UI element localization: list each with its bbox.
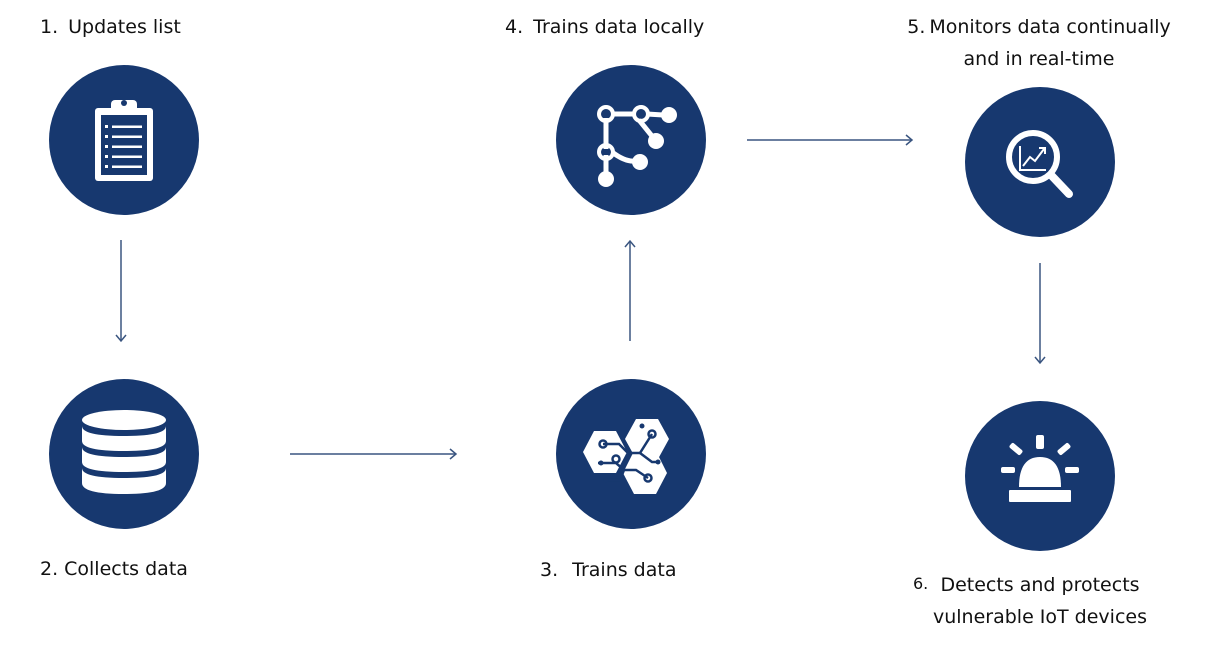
- step-1-label: 1. Updates list: [40, 11, 181, 43]
- step-1-number: 1.: [40, 16, 59, 38]
- branch-network-icon: [597, 105, 677, 187]
- step-2-circle: [49, 379, 199, 529]
- arrow-4-to-5: [747, 134, 914, 146]
- step-5-number: 5.: [907, 16, 926, 38]
- alarm-siren-icon: [1001, 435, 1079, 502]
- step-6-line-2: vulnerable IoT devices: [932, 606, 1147, 628]
- magnifier-chart-icon: [1006, 130, 1073, 198]
- step-3-circle: [556, 379, 706, 529]
- arrow-3-to-4: [624, 239, 636, 341]
- step-4-text: Trains data locally: [533, 16, 705, 38]
- arrow-5-to-6: [1034, 263, 1046, 365]
- step-2-label: 2.Collects data: [40, 553, 188, 585]
- step-1-circle: [49, 65, 199, 215]
- step-5-line-1: Monitors data continually: [929, 16, 1171, 38]
- step-4-circle: [556, 65, 706, 215]
- step-5-circle: [965, 87, 1115, 237]
- step-2-text: Collects data: [64, 558, 188, 580]
- step-4-label: 4. Trains data locally: [505, 11, 704, 43]
- step-5-line-2: and in real-time: [963, 48, 1115, 70]
- step-6-line-1: Detects and protects: [940, 574, 1140, 596]
- step-3-number: 3.: [540, 559, 559, 581]
- arrow-1-to-2: [115, 240, 127, 343]
- step-6-circle: [965, 401, 1115, 551]
- database-icon: [82, 410, 166, 494]
- step-2-number: 2.: [40, 558, 59, 580]
- step-3-text: Trains data: [572, 559, 677, 581]
- step-1-text: Updates list: [68, 16, 181, 38]
- arrow-2-to-3: [290, 448, 458, 460]
- step-4-number: 4.: [505, 16, 524, 38]
- hexagon-circuit-icon: [583, 419, 669, 494]
- step-6-label: Detects and protects vulnerable IoT devi…: [930, 569, 1150, 633]
- step-6-number: 6.: [913, 574, 929, 593]
- step-3-label: 3. Trains data: [540, 554, 676, 586]
- clipboard-icon: [95, 100, 153, 181]
- step-5-label: 5.Monitors data continually and in real-…: [894, 11, 1184, 75]
